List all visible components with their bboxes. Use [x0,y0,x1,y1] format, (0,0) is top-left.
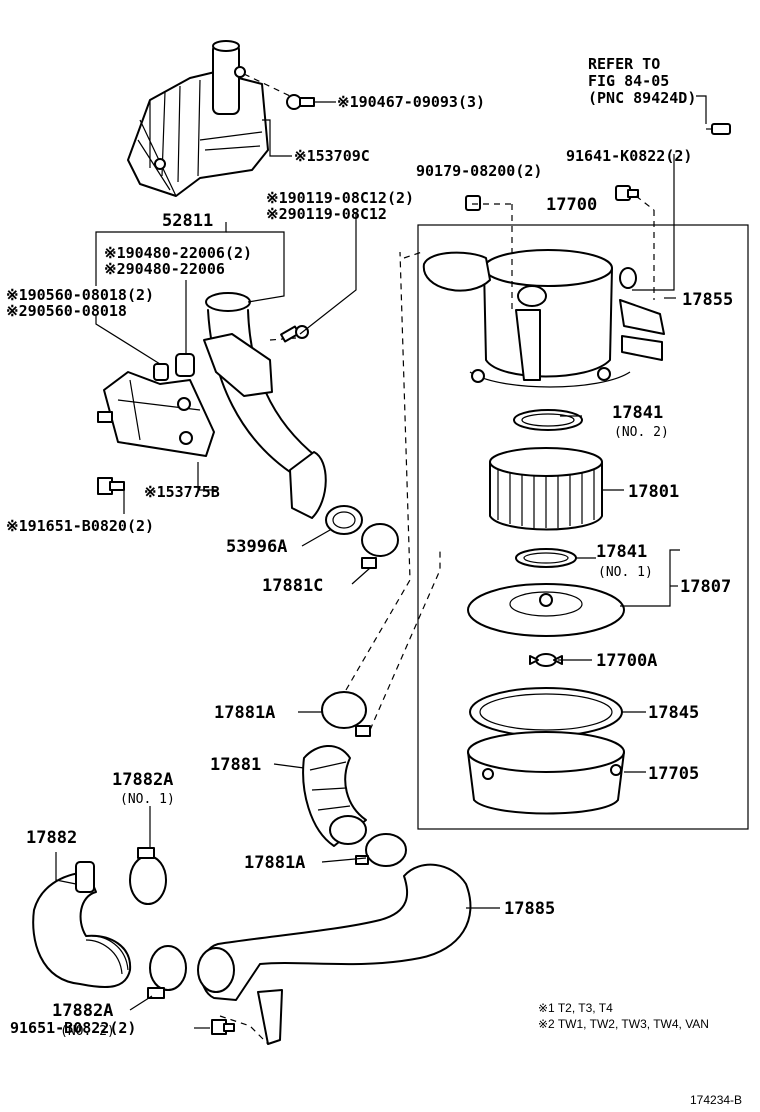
clamp-17882a-no1-part [129,847,167,905]
heat-shield-part [127,40,269,197]
clamp-17881a-top-part [321,691,371,737]
label-shield-153709c: ※153709C [294,147,370,165]
label-refer-to: REFER TO [588,55,660,73]
collar-190560-part [153,363,169,381]
label-290560-2: ※290560-08018 [6,302,127,320]
label-17881a-top: 17881A [214,703,275,723]
filter-element-17801-part [489,447,603,531]
label-290480-2: ※290480-22006 [104,260,225,278]
label-bolt-91651: 91651-B0822(2) [10,1019,136,1037]
label-17841-no2: 17841 [612,403,663,423]
label-nut-90179: 90179-08200(2) [416,162,542,180]
bolt-190467-part [243,73,315,110]
label-53996a: 53996A [226,537,287,557]
label-17885: 17885 [504,899,555,919]
label-17841-no1-note: (NO. 1) [598,565,653,580]
label-17881a-bottom: 17881A [244,853,305,873]
label-17882a-no2: 17882A [52,1001,113,1021]
label-17882a-no1: 17882A [112,770,173,790]
hose-17882-part [32,861,132,989]
label-190560-1: ※190560-08018(2) [6,286,154,304]
label-bolt-91641: 91641-K0822(2) [566,147,692,165]
air-cleaner-cap-part [422,249,665,388]
label-bolt-290119-2: ※290119-08C12 [266,205,387,223]
label-17882: 17882 [26,828,77,848]
label-52811: 52811 [162,211,213,231]
bracket-153775b-part [97,371,215,457]
grommet-190480-part [175,353,195,377]
hose-17885-part [197,863,472,1045]
gasket-17841-no1-part [515,548,577,568]
clamp-17882a-no2-part [147,945,187,999]
sensor-89424d-part [706,123,731,135]
bolt-191651-part [97,477,125,495]
gasket-17845-part [469,687,623,737]
label-17881c: 17881C [262,576,323,596]
plate-17807-part [467,583,625,637]
figure-id: 174234-B [690,1093,742,1107]
label-17801: 17801 [628,482,679,502]
label-17845: 17845 [648,703,699,723]
footnote-2: ※2 TW1, TW2, TW3, TW4, VAN [538,1017,709,1031]
label-fig-ref: FIG 84-05 [588,72,669,90]
label-17882a-no1-note: (NO. 1) [120,792,175,807]
part-labels: REFER TO FIG 84-05 (PNC 89424D) ※190467-… [6,55,742,1107]
bolt-91651-part [211,1019,235,1035]
label-bolt-190467: ※190467-09093(3) [337,93,485,111]
wing-nut-17700a-part [529,653,563,667]
label-bolt-190119-1: ※190119-08C12(2) [266,189,414,207]
label-190480-1: ※190480-22006(2) [104,244,252,262]
label-17700: 17700 [546,195,597,215]
label-17705: 17705 [648,764,699,784]
air-cleaner-assembly-frame [417,224,749,830]
label-17841-no2-note: (NO. 2) [614,425,669,440]
clamp-17881a-bottom-part [355,833,407,867]
bolt-190119-part [280,325,309,343]
leader-lines [55,95,707,1045]
label-17807: 17807 [680,577,731,597]
label-17700a: 17700A [596,651,657,671]
nut-90179-part [465,195,481,211]
case-17705-part [467,731,625,815]
grommet-17855-part [619,267,637,289]
hose-17881-part [302,745,367,847]
label-pnc-ref: (PNC 89424D) [588,89,696,107]
label-153775b: ※153775B [144,483,220,501]
label-17881: 17881 [210,755,261,775]
clamp-17881c-part [361,523,399,569]
label-17855: 17855 [682,290,733,310]
intake-duct-52811-part [203,292,327,519]
label-17882a-no2-note: (NO. 2) [60,1024,115,1039]
label-191651: ※191651-B0820(2) [6,517,154,535]
footnote-1: ※1 T2, T3, T4 [538,1001,613,1015]
label-17841-no1: 17841 [596,542,647,562]
hose-53996a-part [325,505,363,535]
bolt-91641-part [615,185,639,201]
gasket-17841-no2-part [513,409,583,431]
